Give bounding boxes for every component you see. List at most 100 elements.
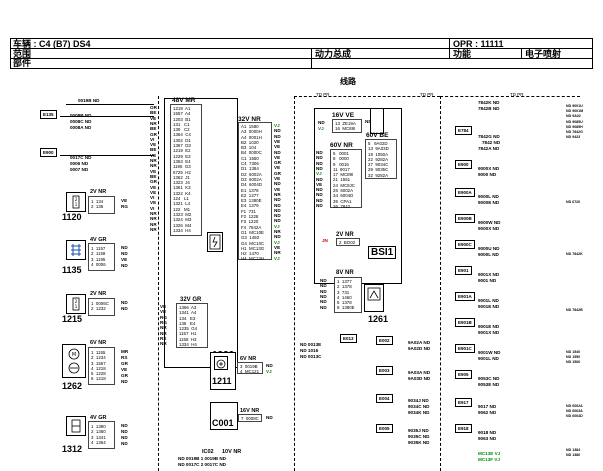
sig-1135-1: ND (121, 251, 128, 256)
ecu-conn2-sig-23: VE (274, 244, 281, 250)
ecu-conn2-sig-13: NR (274, 191, 281, 197)
bsi-c16-pins: 13 ZE19A 16 MC89I (335, 121, 356, 132)
mid-line-1: ND 1016 (300, 348, 319, 353)
pins-1312: 1 1390 2 1360 3 1341 4 1364 (91, 424, 106, 445)
component-id-1120: 1120 (62, 212, 82, 222)
far-top-line-1: 7842B ND (478, 106, 500, 111)
component-id-1135: 1135 (62, 265, 82, 275)
ecu-conn1-left-sig-5: GR (150, 131, 157, 137)
bsi-c16-right-0: ND (365, 119, 372, 124)
ecu-conn1-left-sig-7: VE (150, 142, 157, 148)
sig-1262-4: GR (121, 373, 128, 378)
ecu-conn1-left-sig-4: BE (150, 126, 157, 132)
ref-box-e900: E900 (40, 148, 57, 157)
sig-1312-1: ND (121, 429, 128, 434)
bsi-c60n-sig-3: ND (316, 165, 323, 171)
injector-glyph (71, 244, 81, 256)
far-block-2-line-0: 9000W ND (478, 220, 501, 225)
sensor-glyph (216, 359, 226, 369)
ecu-conn3-left-sig-2: RG (160, 314, 167, 320)
ecu-connector-32v-nr: A1 1580 A3 0000H A4 0001H B2 1020 B3 104… (238, 122, 272, 261)
right-block-2-line-1: 9034C ND (408, 404, 430, 409)
far-block-10-line-0: 9018 ND (478, 430, 497, 435)
ecu-conn3-left-sig-5: NR (160, 330, 167, 336)
edge-label-6-0: ND 1384 (566, 448, 581, 452)
sig-1261-3: ND (320, 293, 327, 299)
edge-label-0-2: ND 9A02 (566, 114, 581, 119)
ecu-conn3-left-sig-0: VE (160, 304, 167, 309)
ic02-title: 10V NR (222, 449, 242, 455)
ecu-conn2-sig-18: ND (274, 218, 281, 224)
conn-title-1312: 4V GR (90, 415, 107, 421)
divider-top-mid (294, 96, 440, 97)
sig-1135-3: ND (121, 263, 128, 268)
conn-title-1261: 8V NR (336, 270, 354, 276)
right-block-1-line-0: 9A03A ND (408, 370, 431, 375)
edge-label-0-5: ND 7842G (566, 130, 583, 134)
ref-box-far-8: E905 (455, 370, 472, 379)
ref-box-right-2: E004 (376, 394, 393, 403)
ref-box-right-1: E003 (376, 366, 393, 375)
pins-1215: 1 0006C 2 1232 (91, 301, 109, 312)
component-id-1215: 1215 (62, 314, 83, 324)
far-block-5-line-0: 9001L ND (478, 298, 499, 303)
bsi-c60n-sig-5: ND (316, 176, 323, 182)
svg-text:1: 1 (75, 202, 78, 207)
pins-1261: 1 1377 2 1378 3 731 4 1460 5 1378 8 1380… (337, 279, 355, 311)
far-block-9-line-1: 9062 ND (478, 410, 497, 415)
edge-label-5-1: ND 6063A (566, 409, 583, 414)
ecu-conn2-title: 32V NR (238, 116, 261, 123)
bsi-c60n-sig-10: ND (316, 203, 323, 208)
ecu-conn1-left-sig-21: NR (150, 216, 157, 222)
far-block-3-line-0: 9000U ND (478, 246, 500, 251)
bsi-c2v-pins: 2 BO02 (339, 240, 356, 245)
ecu-conn1-left-sig-10: NR (150, 158, 157, 163)
actuator-icon-1262: M (62, 344, 86, 378)
e900-line-2: 0007 ND (70, 167, 89, 172)
edge-label-5-2: ND 6064D (566, 414, 583, 419)
pins-1135: 1 1157 2 1158 3 1195 4 0006 (91, 246, 106, 267)
ecu-conn1-left-sig-2: VE (150, 115, 157, 121)
component-id-c001: C001 (212, 418, 234, 428)
ecu-conn2-sig-0: VJ (274, 123, 280, 128)
ecu-conn2-sig-11: ND (274, 181, 281, 187)
sensor-icon-1261 (364, 284, 384, 312)
ecu-conn2-sig-6: VE (274, 154, 281, 160)
parts-empty (311, 58, 315, 68)
sig-1215-1: ND (121, 306, 128, 311)
right-block-3-line-0: 9035J ND (408, 428, 429, 433)
ref-box-far-7: E901C (455, 344, 475, 353)
component-id-1211: 1211 (212, 376, 232, 386)
e135-line-0: 0019B ND (78, 98, 100, 103)
ecu-conn2-sig-8: VE (274, 165, 281, 171)
ref-box-far-6: E901B (455, 318, 475, 327)
far-block-4-line-1: 9001 ND (478, 278, 497, 283)
component-id-1261: 1261 (368, 314, 389, 324)
right-block-1-line-1: 9A03D ND (408, 376, 431, 381)
bsi-c16-sig-1: VJ (318, 126, 324, 131)
ic02-line-1: ND 0017C 2 0017C ND (178, 462, 227, 467)
divider-mid (294, 96, 295, 471)
svg-text:1: 1 (75, 304, 78, 309)
ecu-conn2-sig-24: NR (274, 250, 281, 256)
e135-line-3: 0008A ND (70, 125, 92, 130)
ecu-conn3-left-sig-4: NR (160, 325, 167, 331)
edge-label-0-4: ND 9085H (566, 124, 583, 129)
svg-text:M: M (72, 352, 76, 358)
right-block-3-line-1: 9035C ND (408, 434, 430, 439)
far-top-box-line-0: 7842G ND (478, 134, 500, 139)
bsi-c60b-title: 60V BE (366, 132, 389, 139)
ecu-conn2-sig-21: ND (274, 234, 281, 240)
connector-1215: 1 0006C 2 1232 (88, 298, 115, 316)
bsi-connector-60v-nr: 5 0001 8 0000 9 0016 11 9017 17 MC89I 21… (330, 149, 362, 209)
strip-label-left: TD PR (316, 92, 330, 97)
far-block-5-line-1: 9001E ND (478, 304, 500, 309)
bsi-c60n-sig-6: VE (316, 181, 323, 187)
conn-title-1211: 6V NR (240, 356, 257, 362)
ecu-conn1-left-sig-16: VE (150, 189, 157, 195)
right-block-0-line-0: 9A02A ND (408, 340, 431, 345)
sensor-glyph (71, 419, 81, 433)
far-block-4-line-0: 9001X ND (478, 272, 500, 277)
wire (60, 155, 154, 156)
ecu-conn2-sig-3: VE (274, 138, 281, 144)
